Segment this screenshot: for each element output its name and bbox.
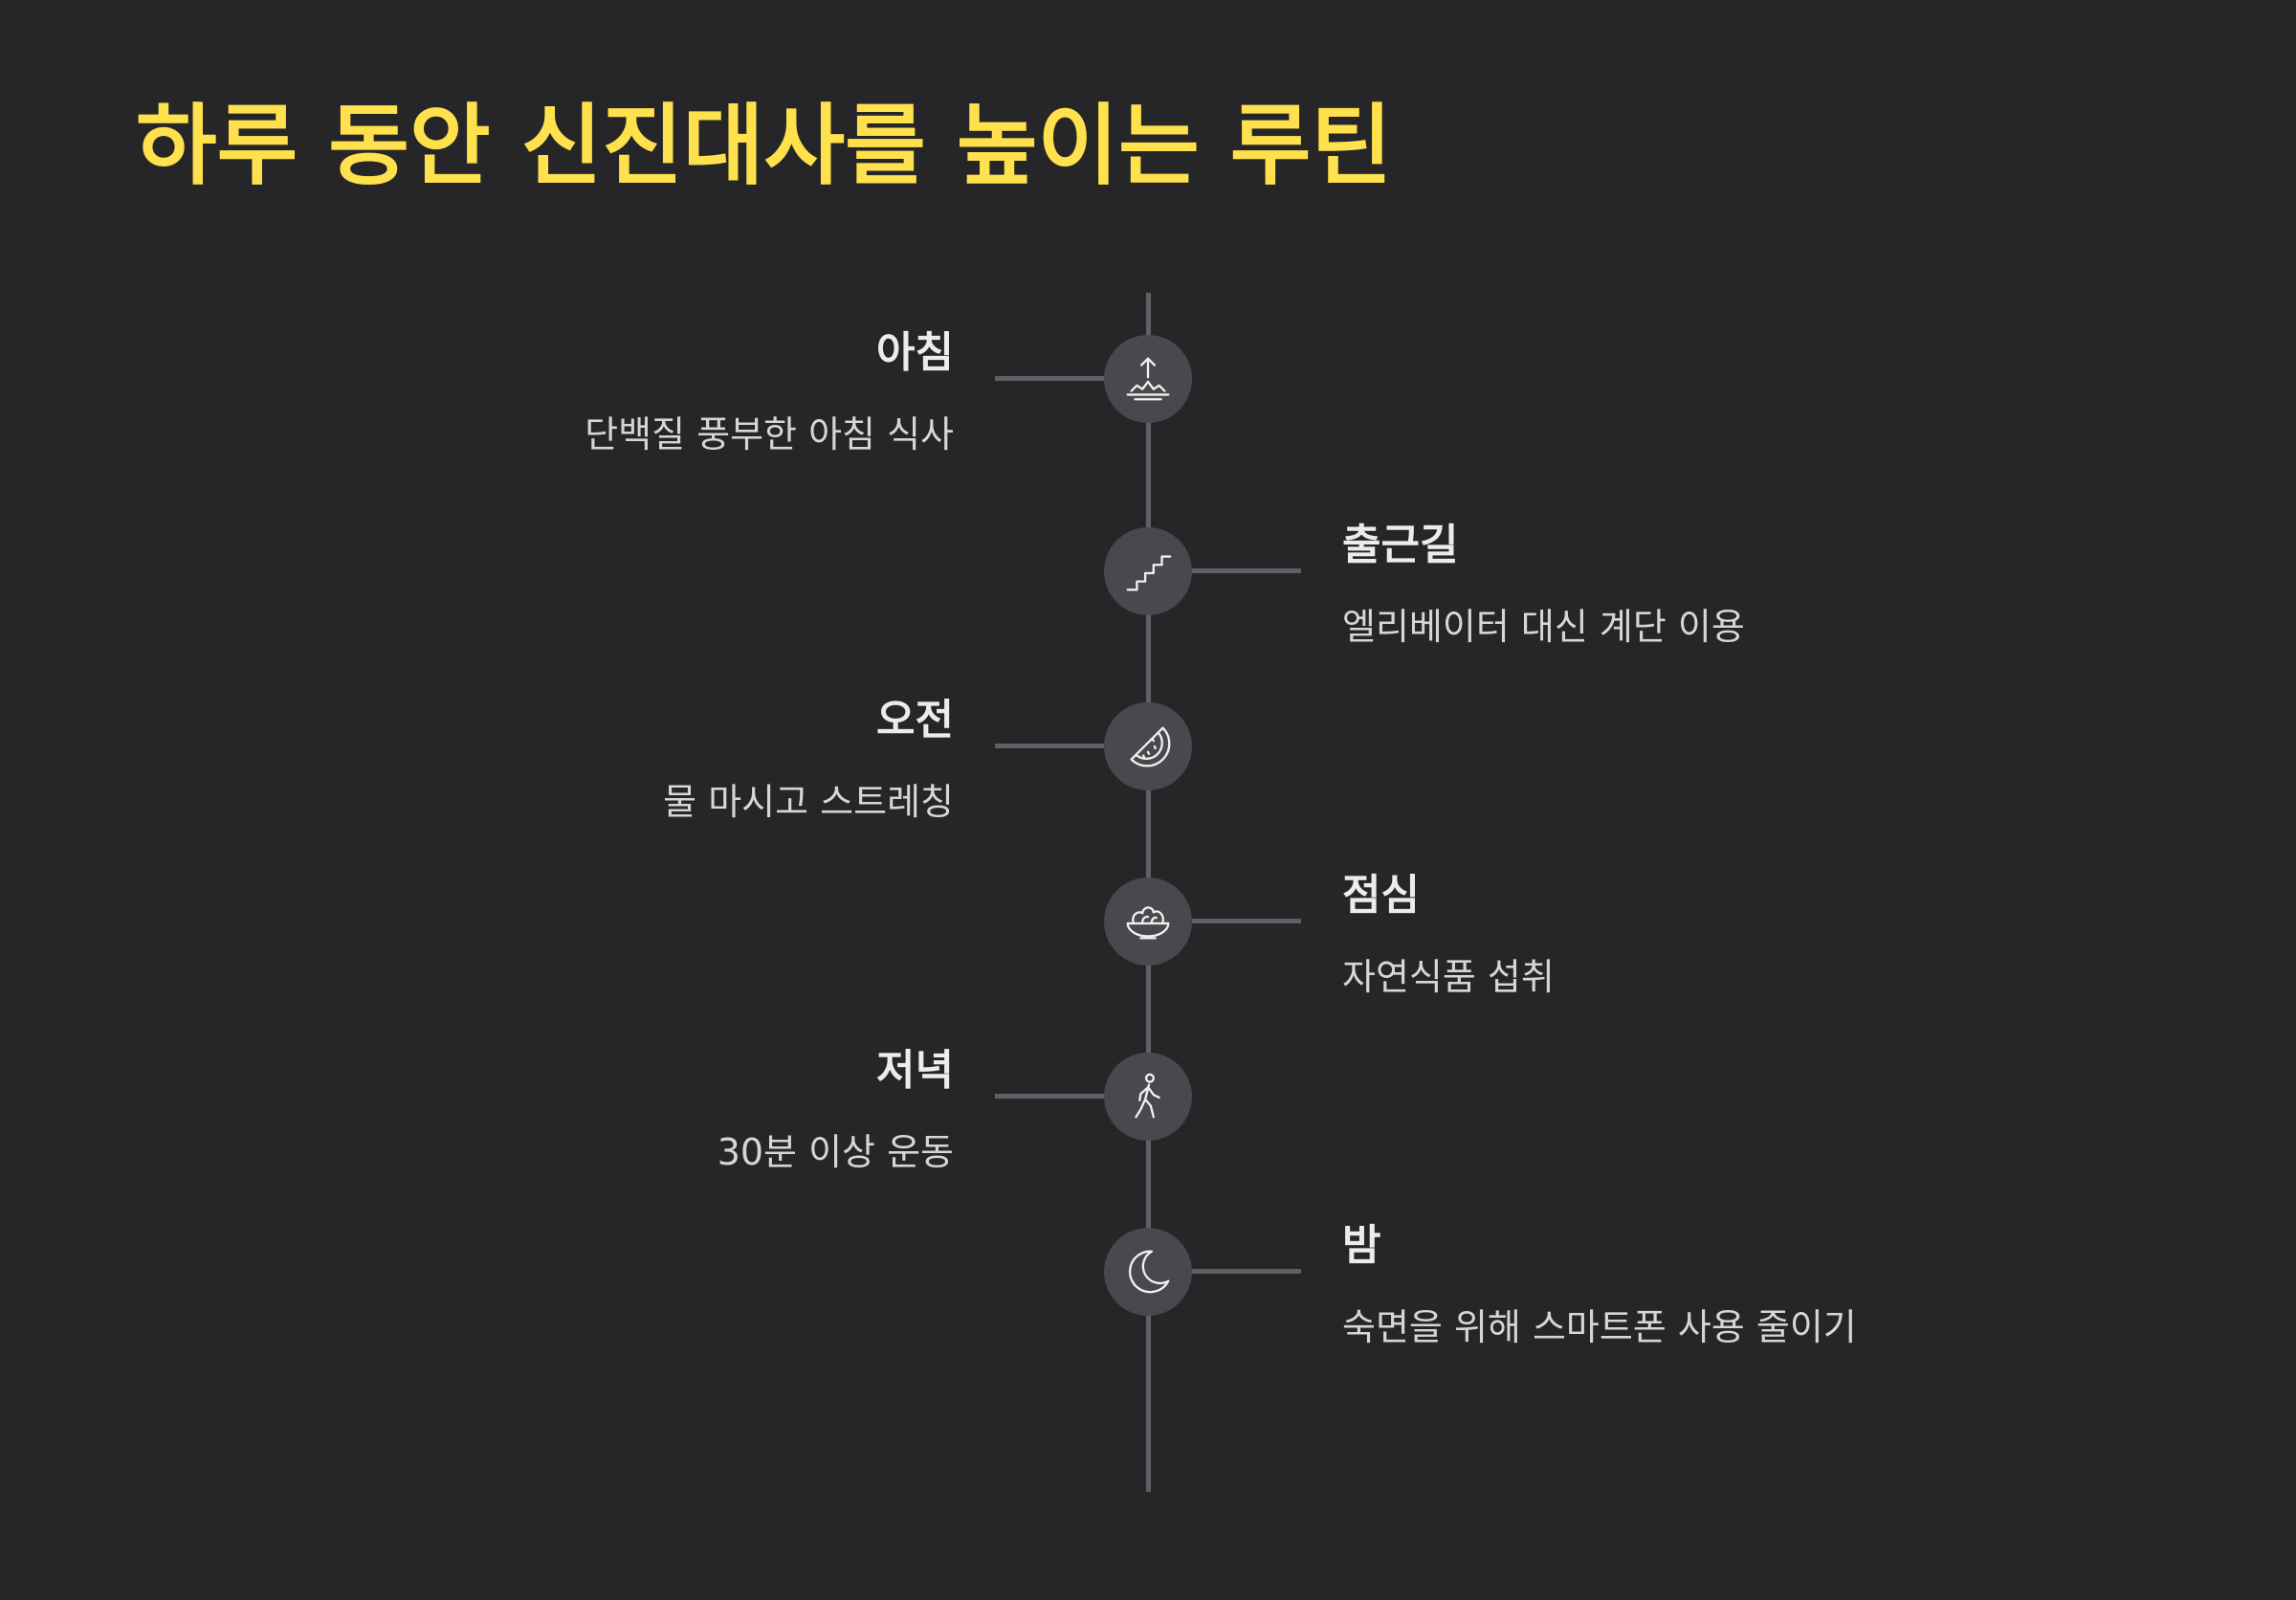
watermelon-icon xyxy=(1130,726,1171,767)
step-desc-lunch: 자연식품 섭취 xyxy=(1342,956,1555,998)
step-label-morning: 아침 xyxy=(876,328,954,377)
timeline-node-night xyxy=(1104,1228,1192,1316)
connector-evening xyxy=(995,1094,1104,1099)
sunrise-icon xyxy=(1126,357,1170,401)
step-label-commute: 출근길 xyxy=(1342,521,1459,569)
timeline-node-commute xyxy=(1104,527,1192,615)
connector-morning xyxy=(995,376,1104,381)
connector-lunch xyxy=(1192,919,1301,923)
step-label-night: 밤 xyxy=(1342,1221,1381,1270)
timeline-node-morning xyxy=(1104,335,1192,423)
step-label-evening: 저녁 xyxy=(876,1046,954,1095)
step-label-forenoon: 오전 xyxy=(876,696,954,744)
timeline-node-lunch xyxy=(1104,878,1192,966)
connector-night xyxy=(1192,1269,1301,1274)
connector-forenoon xyxy=(995,744,1104,748)
salad-bowl-icon xyxy=(1126,906,1170,940)
step-desc-evening: 30분 이상 운동 xyxy=(717,1131,954,1173)
stairs-icon xyxy=(1126,555,1172,591)
step-desc-night: 숙면을 위해 스마트폰 사용 줄이기 xyxy=(1342,1306,1857,1348)
step-label-lunch: 점심 xyxy=(1342,871,1420,920)
moon-icon xyxy=(1128,1250,1170,1294)
step-desc-forenoon: 물 마시고 스트레칭 xyxy=(663,781,954,823)
walking-person-icon xyxy=(1135,1073,1160,1119)
timeline-node-forenoon xyxy=(1104,702,1192,790)
timeline-node-evening xyxy=(1104,1053,1192,1141)
step-desc-morning: 단백질 풍부한 아침 식사 xyxy=(585,413,954,456)
connector-commute xyxy=(1192,568,1301,573)
page-title: 하루 동안 신진대사를 높이는 루틴 xyxy=(136,95,1393,197)
step-desc-commute: 엘리베이터 대신 계단 이용 xyxy=(1342,606,1745,648)
